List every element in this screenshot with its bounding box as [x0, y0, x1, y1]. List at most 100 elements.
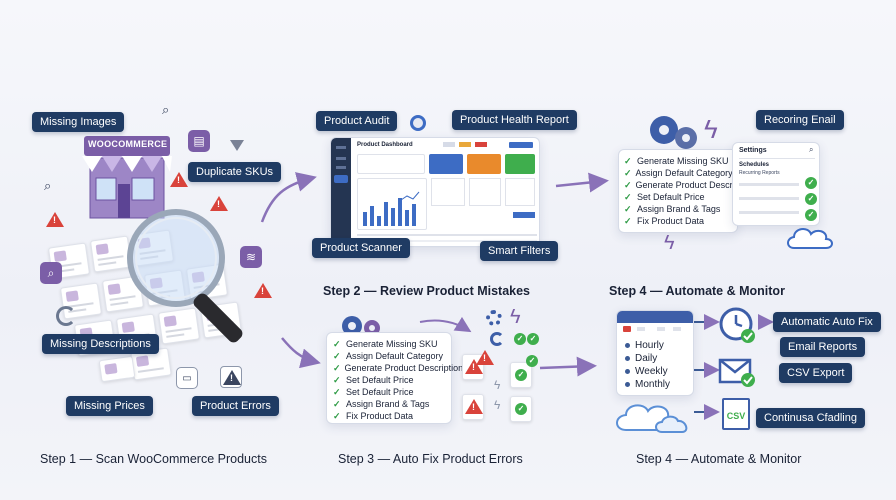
tag-email-reports: Email Reports [780, 337, 866, 357]
arrow-step1-to-step2 [260, 172, 317, 223]
search-icon: ⌕ [44, 178, 52, 193]
stat-card-orange [467, 154, 501, 174]
arrow-step3-to-step4 [539, 356, 597, 377]
refresh-icon [56, 306, 76, 326]
step2-caption: Step 2 — Review Product Mistakes [323, 284, 531, 298]
warning-icon [210, 196, 228, 211]
settings-window: Settings ⌕ Schedules Recurring Reports ✓… [732, 142, 820, 226]
refresh-icon [490, 332, 504, 346]
check-icon: ✓ [805, 193, 817, 205]
checklist-item: ✓Set Default Price [624, 191, 705, 202]
lightning-icon: ϟ [664, 232, 675, 254]
schedule-option-weekly: Weekly [625, 365, 670, 378]
step1-caption: Step 1 — Scan WooCommerce Products [40, 452, 267, 466]
checklist-item: ✓Assign Default Category [624, 167, 733, 178]
tag-product-scanner: Product Scanner [312, 238, 410, 258]
tag-recurring-email: Recoring Enail [756, 110, 844, 130]
storefront-illustration [82, 136, 172, 219]
search-icon: ⌕ [162, 102, 170, 117]
tag-product-health-report: Product Health Report [452, 110, 577, 130]
cloud-sync-icon [787, 228, 833, 249]
store-sign: WOOCOMMERCE [88, 139, 168, 149]
stat-card-blue [429, 154, 463, 174]
gears-icon [650, 116, 697, 149]
tag-product-audit: Product Audit [316, 111, 398, 131]
check-icon: ✓ [514, 333, 526, 345]
search-icon: ⌕ [809, 145, 814, 154]
tag-missing-images: Missing Images [32, 112, 125, 132]
fixed-card: ✓ [510, 362, 532, 388]
schedule-option-monthly: Monthly [625, 378, 670, 391]
checklist-item: ✓Assign Default Category [333, 350, 444, 361]
package-icon: ▤ [188, 130, 210, 152]
clock-icon [719, 307, 755, 343]
tag-csv-export: CSV Export [779, 363, 853, 383]
check-icon: ✓ [527, 333, 539, 345]
image-search-icon: ⌕ [40, 262, 62, 284]
dashboard-bar-chart [363, 191, 420, 226]
dashboard-sidebar [331, 138, 351, 246]
email-icon [718, 358, 755, 387]
error-card [462, 394, 484, 420]
dashboard-title: Product Dashboard [357, 142, 413, 148]
automation-checklist-panel: ✓Generate Missing SKU ✓Assign Default Ca… [618, 149, 755, 233]
warning-badge-icon [220, 366, 242, 388]
tag-missing-descriptions: Missing Descriptions [42, 334, 159, 354]
schedule-options: Hourly Daily Weekly Monthly [625, 339, 670, 391]
checklist-item: ✓Generate Product Description [624, 179, 755, 190]
gear-icon [486, 310, 502, 326]
stat-card-green [505, 154, 535, 174]
autofix-checklist: ✓Generate Missing SKU ✓Assign Default Ca… [333, 338, 464, 422]
lightning-icon: ϟ [510, 306, 521, 328]
check-icon: ✓ [805, 209, 817, 221]
tag-smart-filters: Smart Filters [480, 241, 559, 261]
checklist-item: ✓Generate Missing SKU [333, 338, 438, 349]
tag-duplicate-skus: Duplicate SKUs [188, 162, 282, 182]
autofix-checklist-panel: ✓Generate Missing SKU ✓Assign Default Ca… [326, 332, 464, 424]
checklist-item: ✓Fix Product Data [624, 215, 705, 226]
warning-icon [254, 283, 272, 298]
check-icon: ✓ [526, 355, 538, 367]
tag-missing-prices: Missing Prices [66, 396, 153, 416]
arrow-step3-inner [419, 316, 472, 333]
warning-icon [170, 172, 188, 187]
csv-file-icon: CSV [722, 398, 750, 430]
fixed-card: ✓ [510, 396, 532, 422]
step4-top-caption: Step 4 — Automate & Monitor [609, 284, 785, 298]
warning-icon [46, 212, 64, 227]
product-dashboard-window: Product Dashboard [330, 137, 540, 247]
schedule-option-daily: Daily [625, 352, 670, 365]
checklist-item: ✓Generate Product Description [333, 362, 464, 373]
cloud-icon [616, 404, 688, 433]
checklist-item: ✓Set Default Price [333, 374, 414, 385]
schedule-option-hourly: Hourly [625, 339, 670, 352]
lightning-icon: ϟ [704, 114, 718, 144]
target-icon [410, 115, 426, 131]
tag-continuous-crawling: Continusa Cfadling [756, 408, 865, 428]
checklist-item: ✓Assign Brand & Tags [333, 398, 430, 409]
tag-automatic-auto-fix: Automatic Auto Fix [773, 312, 881, 332]
warning-icon [476, 350, 494, 365]
settings-item: Recurring Reports [739, 170, 780, 176]
step3-caption: Step 3 — Auto Fix Product Errors [338, 452, 523, 466]
csv-icon-label: CSV [726, 411, 746, 421]
arrow-step2-to-step4 [555, 172, 609, 193]
check-icon: ✓ [805, 177, 817, 189]
checklist-item: ✓Set Default Price [333, 386, 414, 397]
step4-bottom-caption: Step 4 — Automate & Monitor [636, 452, 802, 466]
settings-title: Settings [739, 147, 767, 154]
settings-section: Schedules [739, 162, 770, 168]
triangle-outline-icon [230, 140, 244, 151]
schedule-panel: Hourly Daily Weekly Monthly [616, 310, 694, 396]
checklist-item: ✓Assign Brand & Tags [624, 203, 721, 214]
checklist-item: ✓Generate Missing SKU [624, 155, 729, 166]
card-icon: ▭ [176, 367, 198, 389]
layers-icon: ≋ [240, 246, 262, 268]
tag-product-errors: Product Errors [192, 396, 279, 416]
arrow-step1-to-step3 [281, 337, 321, 369]
lightning-icon: ϟ [494, 398, 501, 412]
checklist-item: ✓Fix Product Data [333, 410, 414, 421]
lightning-icon: ϟ [494, 378, 501, 392]
magnifier-icon [127, 209, 243, 343]
